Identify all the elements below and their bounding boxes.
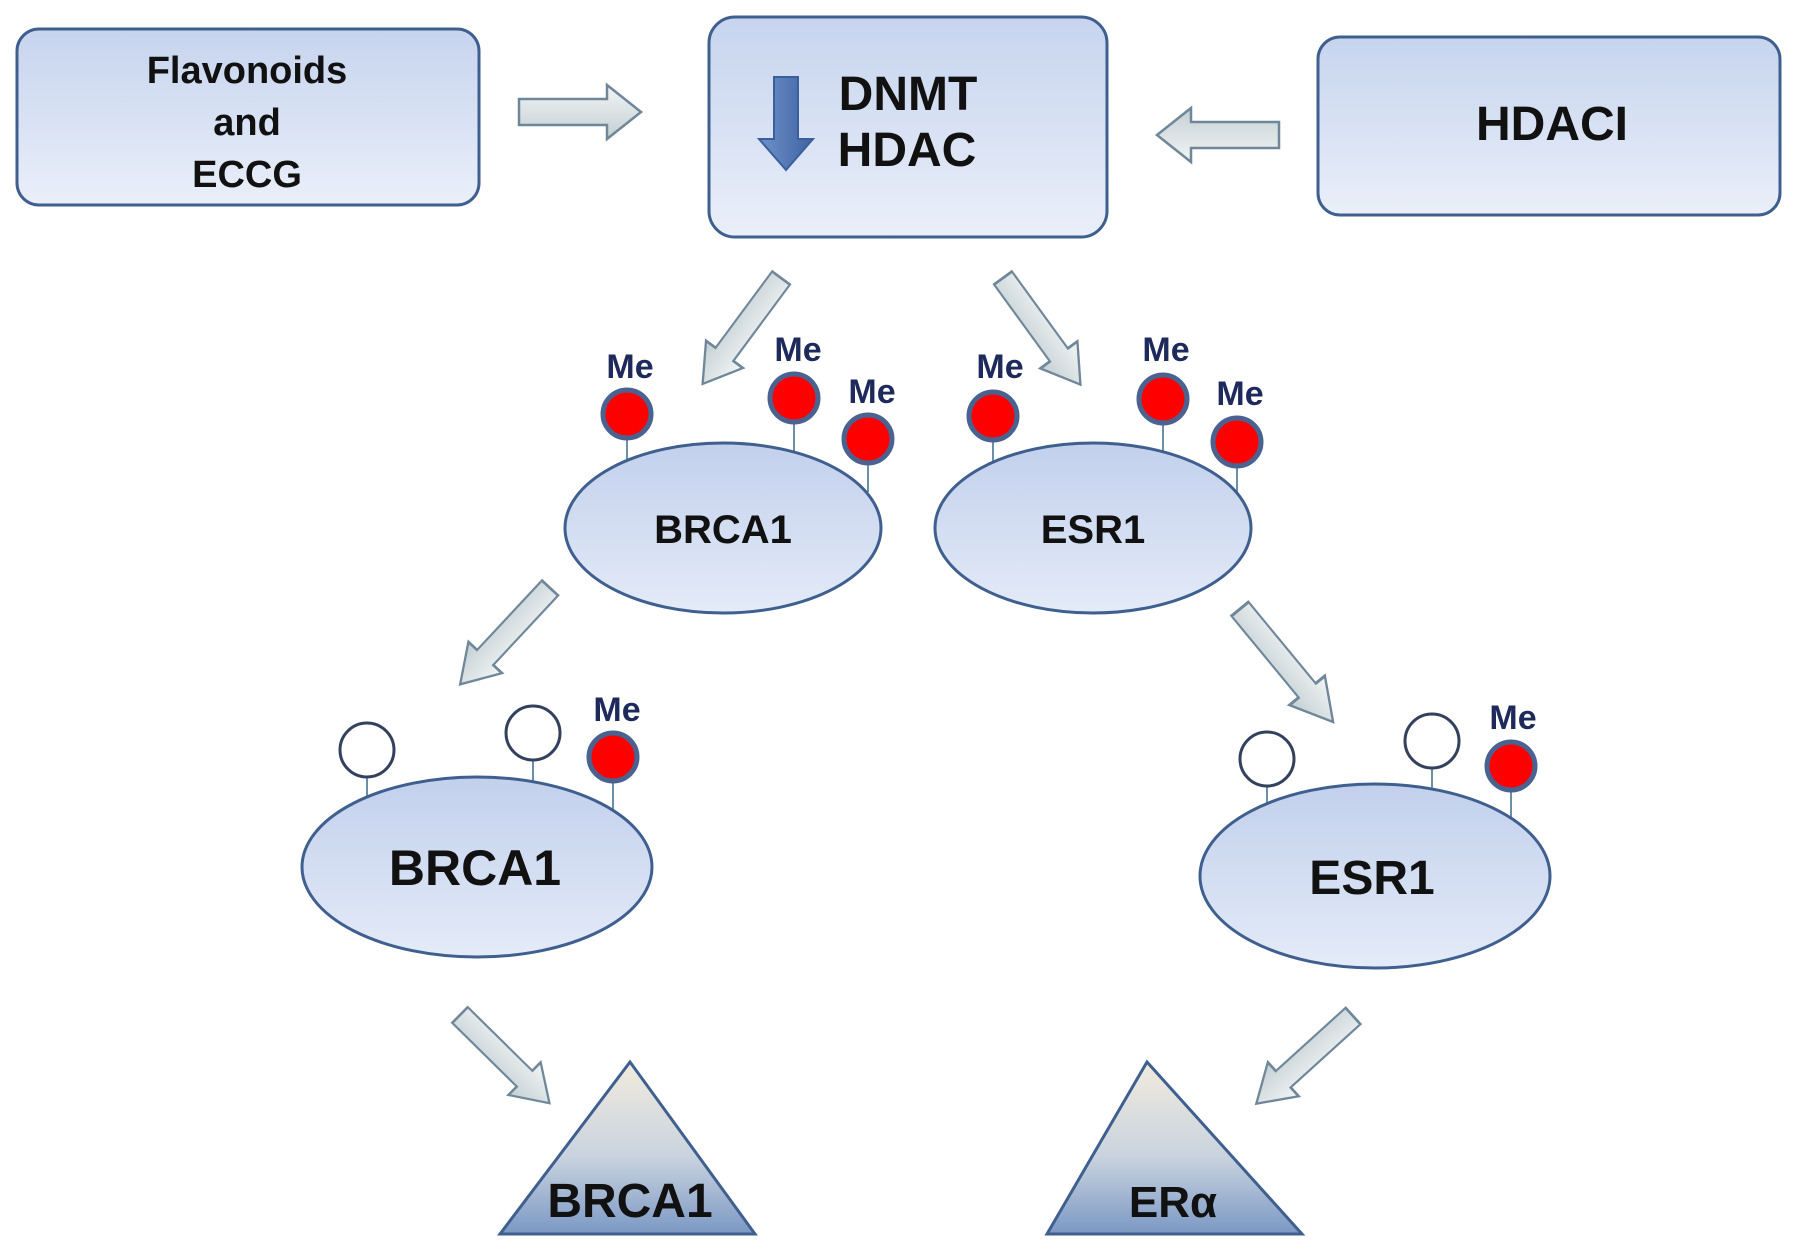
methyl-label: Me xyxy=(606,348,653,386)
methyl-group: Me xyxy=(841,373,896,466)
unmethylated-site xyxy=(1403,712,1461,770)
arrow-brca1-to-protein xyxy=(442,997,567,1121)
brca1-protein-label: BRCA1 xyxy=(547,1175,712,1228)
unmethylated-site xyxy=(1238,730,1296,788)
methyl-group: Me xyxy=(1136,331,1190,426)
esr1-ellipse xyxy=(1198,782,1552,970)
enzymes-box: DNMT HDAC xyxy=(707,15,1109,239)
inhibitor-box: HDACI xyxy=(1316,35,1782,217)
methyl-label: Me xyxy=(774,331,821,369)
methyl-label: Me xyxy=(1216,375,1263,413)
esr1-label: ESR1 xyxy=(1309,852,1434,905)
inducers-line-1: Flavonoids xyxy=(147,50,348,92)
inhibitor-label: HDACI xyxy=(1476,98,1628,151)
enzyme-dnmt: DNMT xyxy=(839,68,978,121)
arrow-esr1-to-protein xyxy=(1239,997,1370,1122)
demethylated-brca1: BRCA1 Me xyxy=(300,691,654,959)
era-protein-label: ERα xyxy=(1129,1178,1217,1227)
methyl-label: Me xyxy=(1489,699,1536,737)
esr1-ellipse xyxy=(933,441,1253,615)
arrow-inhibitor-to-enzymes xyxy=(1155,106,1281,164)
methyl-group: Me xyxy=(966,348,1024,443)
brca1-label: BRCA1 xyxy=(389,840,561,896)
methyl-group: Me xyxy=(767,331,822,425)
down-arrow-icon xyxy=(756,76,816,172)
methylated-brca1: BRCA1 Me Me Me xyxy=(563,331,896,615)
unmethylated-site xyxy=(338,721,396,779)
demethylated-esr1: ESR1 Me xyxy=(1198,699,1552,970)
methyl-label: Me xyxy=(593,691,640,729)
methyl-label: Me xyxy=(976,348,1023,386)
inducers-line-2: and xyxy=(213,102,281,144)
unmethylated-site xyxy=(504,704,562,762)
esr1-label: ESR1 xyxy=(1041,508,1146,552)
brca1-ellipse xyxy=(300,775,654,959)
methyl-label: Me xyxy=(1142,331,1189,369)
methylated-esr1: ESR1 Me Me Me xyxy=(933,331,1264,615)
era-protein: ERα xyxy=(1044,1059,1306,1236)
arrow-brca1-to-demethylated-brca1 xyxy=(442,571,569,702)
inducers-line-3: ECCG xyxy=(192,154,302,196)
brca1-ellipse xyxy=(563,441,883,615)
brca1-label: BRCA1 xyxy=(654,508,792,552)
methyl-group: Me xyxy=(1484,699,1538,793)
methyl-group: Me xyxy=(1210,375,1264,469)
inducers-box: Flavonoids and ECCG xyxy=(15,27,481,207)
methyl-label: Me xyxy=(848,373,895,411)
brca1-protein: BRCA1 xyxy=(496,1059,758,1236)
arrow-esr1-to-demethylated-esr1 xyxy=(1220,593,1353,738)
enzyme-hdac: HDAC xyxy=(838,124,977,177)
methyl-group: Me xyxy=(586,691,641,784)
methyl-group: Me xyxy=(600,348,654,441)
arrow-inducers-to-enzymes xyxy=(517,83,643,141)
